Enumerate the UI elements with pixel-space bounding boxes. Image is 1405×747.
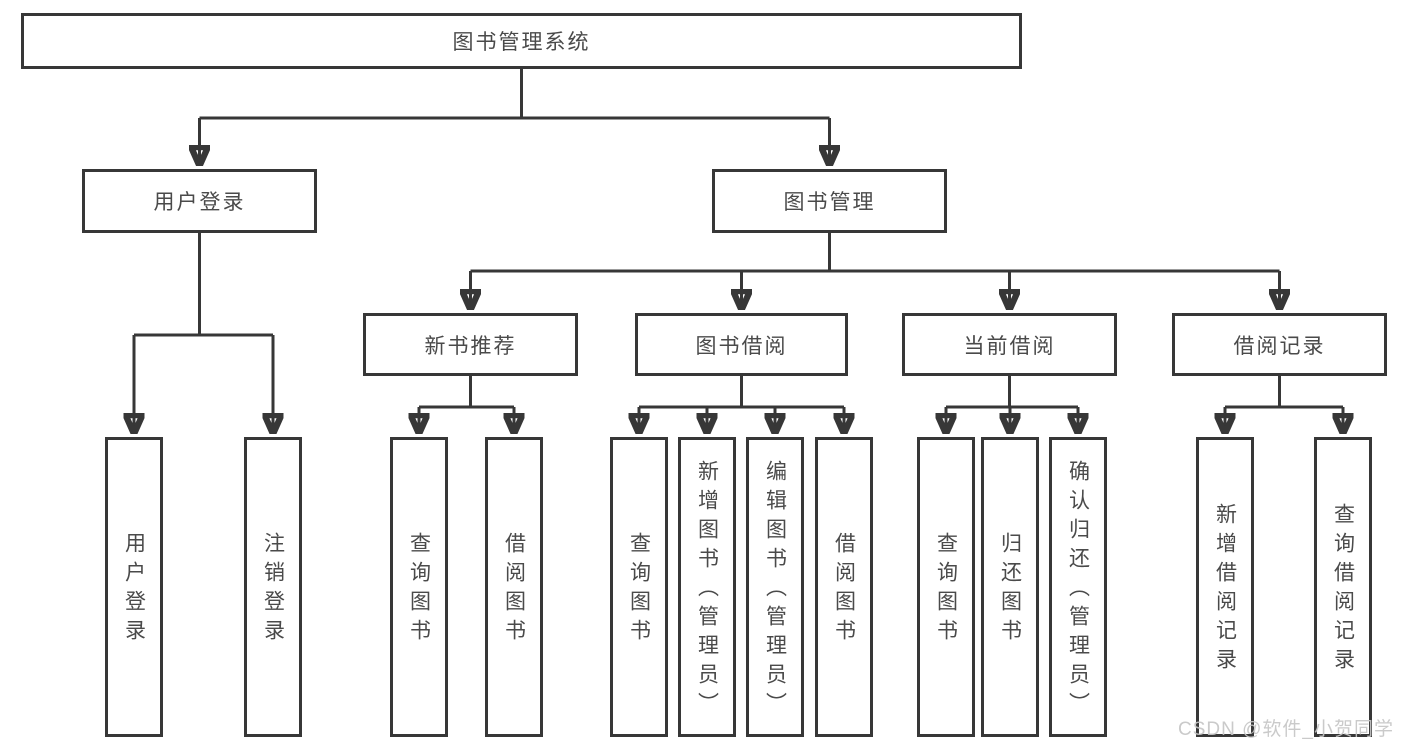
node-leaf-confirm-return-admin: 确认归还（管理员） xyxy=(1049,437,1107,737)
edge-current-borrow-group xyxy=(946,376,1078,409)
node-leaf-logout: 注销登录 xyxy=(244,437,302,737)
edge-borrow-records-group xyxy=(1225,376,1343,409)
node-book-borrow: 图书借阅 xyxy=(635,313,848,376)
node-user-login: 用户登录 xyxy=(82,169,317,233)
node-leaf-edit-book-admin: 编辑图书（管理员） xyxy=(746,437,804,737)
node-borrow-records: 借阅记录 xyxy=(1172,313,1387,376)
edge-new-book-group xyxy=(419,376,514,409)
edge-user-login-group xyxy=(134,233,273,337)
node-leaf-query-book-3: 查询图书 xyxy=(917,437,975,737)
watermark: CSDN @软件_小贺同学 xyxy=(1178,719,1394,740)
node-leaf-add-borrow-record: 新增借阅记录 xyxy=(1196,437,1254,737)
edge-book-mgmt-l3 xyxy=(470,233,1280,273)
node-leaf-user-login: 用户登录 xyxy=(105,437,163,737)
node-leaf-query-borrow-record: 查询借阅记录 xyxy=(1314,437,1372,737)
node-leaf-query-book-2: 查询图书 xyxy=(610,437,668,737)
node-leaf-query-book-1: 查询图书 xyxy=(390,437,448,737)
node-leaf-borrow-book-1: 借阅图书 xyxy=(485,437,543,737)
edge-root-l2 xyxy=(199,69,830,120)
node-leaf-borrow-book-2: 借阅图书 xyxy=(815,437,873,737)
node-book-mgmt: 图书管理 xyxy=(712,169,947,233)
node-new-book-rec: 新书推荐 xyxy=(363,313,578,376)
node-leaf-return-book: 归还图书 xyxy=(981,437,1039,737)
node-root-system: 图书管理系统 xyxy=(21,13,1022,69)
node-current-borrow: 当前借阅 xyxy=(902,313,1117,376)
node-leaf-add-book-admin: 新增图书（管理员） xyxy=(678,437,736,737)
edge-book-borrow-group xyxy=(639,376,844,409)
